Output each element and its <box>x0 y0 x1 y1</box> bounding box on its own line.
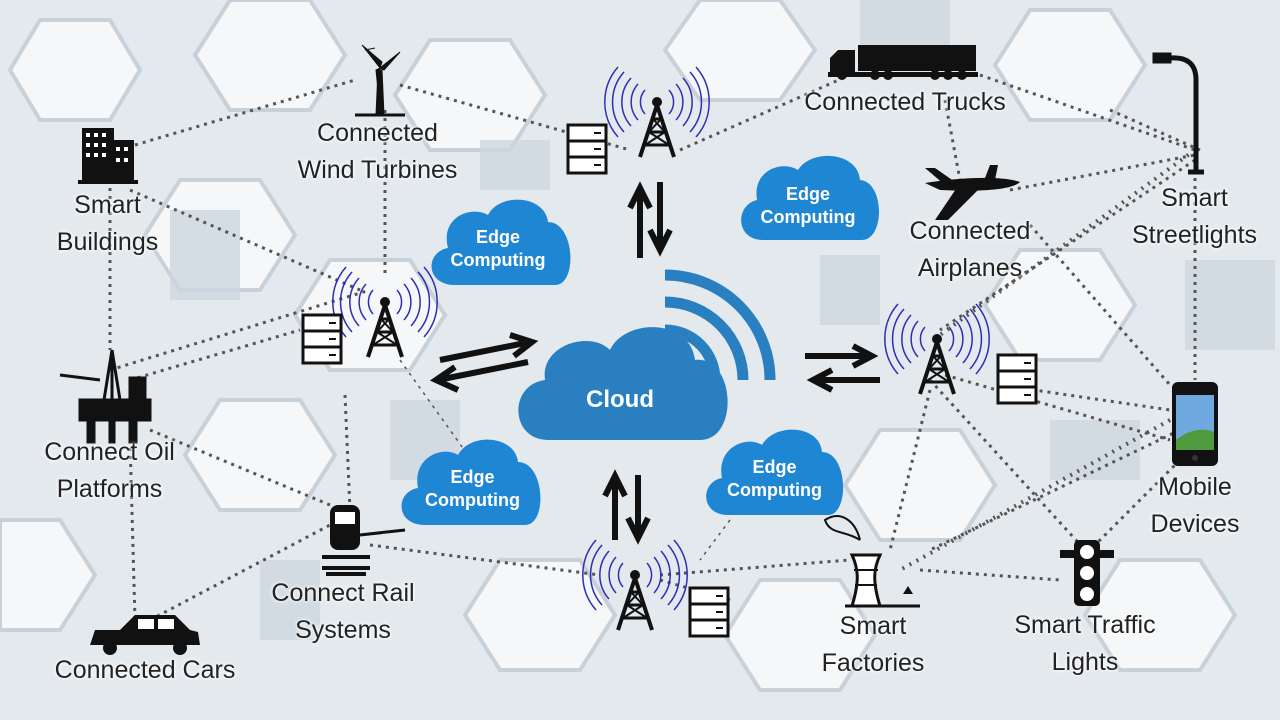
network-links <box>108 73 1201 622</box>
edge-computing-label: Edge Computing <box>425 467 520 510</box>
node-label-wind-turbines: Connected Wind Turbines <box>297 119 458 184</box>
node-label-connected-trucks: Connected Trucks <box>804 88 1006 116</box>
streetlight-icon <box>1152 52 1204 175</box>
node-label-rail-systems: Connect Rail Systems <box>271 579 415 644</box>
edge-clouds <box>401 155 880 525</box>
server-icon <box>566 123 608 175</box>
edge-computing-label: Edge Computing <box>760 184 856 227</box>
wind-turbine-icon <box>355 44 405 117</box>
oil-platform-icon <box>59 349 152 444</box>
train-icon <box>322 505 406 576</box>
car-icon <box>90 615 200 655</box>
node-label-connected-cars: Connected Cars <box>54 656 236 684</box>
server-icon <box>301 313 343 365</box>
node-label-smart-factories: Smart Factories <box>821 612 925 677</box>
traffic-light-icon <box>1060 540 1114 606</box>
edge-computing-label: Edge Computing <box>450 227 546 270</box>
edge-computing-label: Edge Computing <box>727 457 822 500</box>
node-label-mobile-devices: Mobile Devices <box>1150 473 1240 538</box>
server-icon <box>688 586 730 638</box>
factory-icon <box>823 515 920 608</box>
truck-icon <box>828 45 978 80</box>
data-flow-arrows <box>429 181 880 545</box>
node-label-smart-buildings: Smart Buildings <box>56 191 159 256</box>
node-label-smart-streetlights: Smart Streetlights <box>1131 184 1258 249</box>
server-icon <box>996 353 1038 405</box>
node-label-oil-platforms: Connect Oil Platforms <box>44 438 175 503</box>
central-cloud-icon <box>518 269 776 440</box>
node-label-traffic-lights: Smart Traffic Lights <box>1014 611 1156 676</box>
node-label-connected-airplanes: Connected Airplanes <box>909 217 1031 282</box>
building-icon <box>78 128 138 184</box>
smartphone-icon <box>1172 382 1218 466</box>
cloud-label: Cloud <box>586 386 654 413</box>
airplane-icon <box>925 165 1020 220</box>
